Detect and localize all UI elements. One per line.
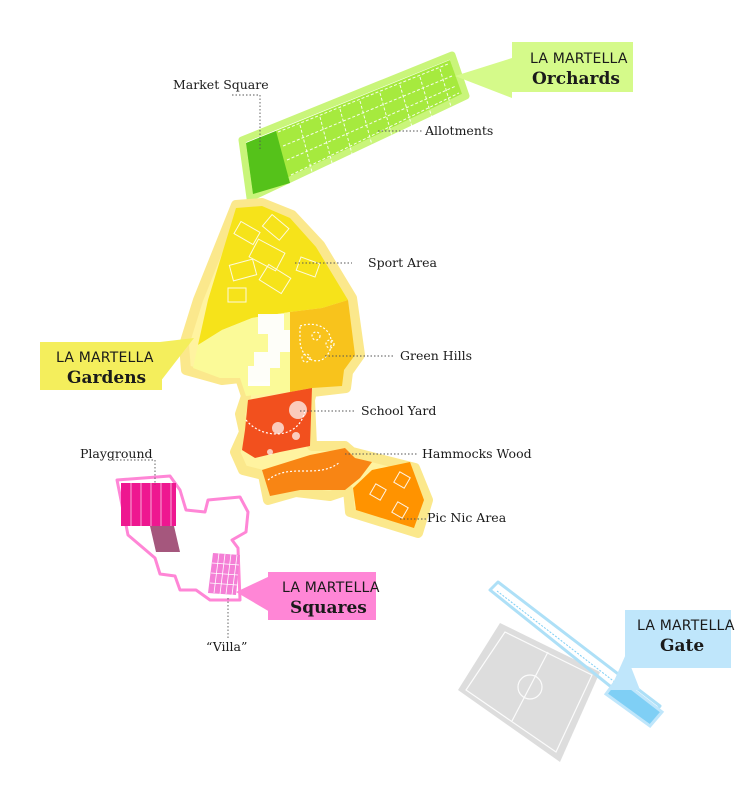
label-playground: Playground	[80, 446, 153, 461]
garden-clearings	[248, 314, 290, 386]
label-sport-area: Sport Area	[368, 255, 437, 270]
school-yard-circles	[267, 401, 307, 455]
sport-area-outlines	[227, 213, 321, 303]
label-school-yard: School Yard	[361, 403, 436, 418]
label-allotments: Allotments	[424, 123, 493, 138]
playground-area	[121, 483, 176, 526]
squares-badge: LA MARTELLA Squares	[236, 572, 380, 620]
playground-grid	[130, 483, 172, 526]
orchards-badge-line1: LA MARTELLA	[530, 51, 628, 67]
label-villa: “Villa”	[206, 639, 247, 654]
squares-badge-line1: LA MARTELLA	[282, 580, 380, 596]
allotment-plots	[277, 63, 460, 176]
green-hills	[290, 300, 355, 392]
squares-zone[interactable]	[115, 474, 250, 602]
gate-badge-line2: Gate	[660, 636, 704, 656]
playground-shelter	[150, 526, 180, 552]
orchards-zone[interactable]	[238, 51, 470, 202]
gardens-zone[interactable]	[179, 198, 433, 538]
gate-badge: LA MARTELLA Gate	[610, 610, 735, 690]
label-pic-nic-area: Pic Nic Area	[427, 510, 507, 525]
place-labels: Market Square Allotments Sport Area Gree…	[80, 77, 532, 654]
label-green-hills: Green Hills	[400, 348, 472, 363]
gardens-badge-line1: LA MARTELLA	[56, 350, 154, 366]
gardens-badge-line2: Gardens	[67, 368, 146, 388]
gardens-badge: LA MARTELLA Gardens	[40, 338, 194, 390]
gate-badge-line1: LA MARTELLA	[637, 618, 735, 634]
football-field	[458, 623, 600, 762]
label-hammocks-wood: Hammocks Wood	[422, 446, 532, 461]
label-market-square: Market Square	[173, 77, 269, 92]
market-square-area	[246, 131, 290, 194]
villa-grid	[209, 552, 240, 596]
sport-area	[198, 206, 348, 345]
pic-nic-tables	[369, 471, 411, 519]
orchards-badge-line2: Orchards	[532, 69, 620, 89]
hammocks-wood	[262, 448, 372, 496]
football-field-lines	[465, 631, 593, 753]
leader-lines	[113, 94, 428, 640]
orchards-badge: LA MARTELLA Orchards	[455, 42, 633, 98]
squares-badge-line2: Squares	[290, 598, 367, 618]
